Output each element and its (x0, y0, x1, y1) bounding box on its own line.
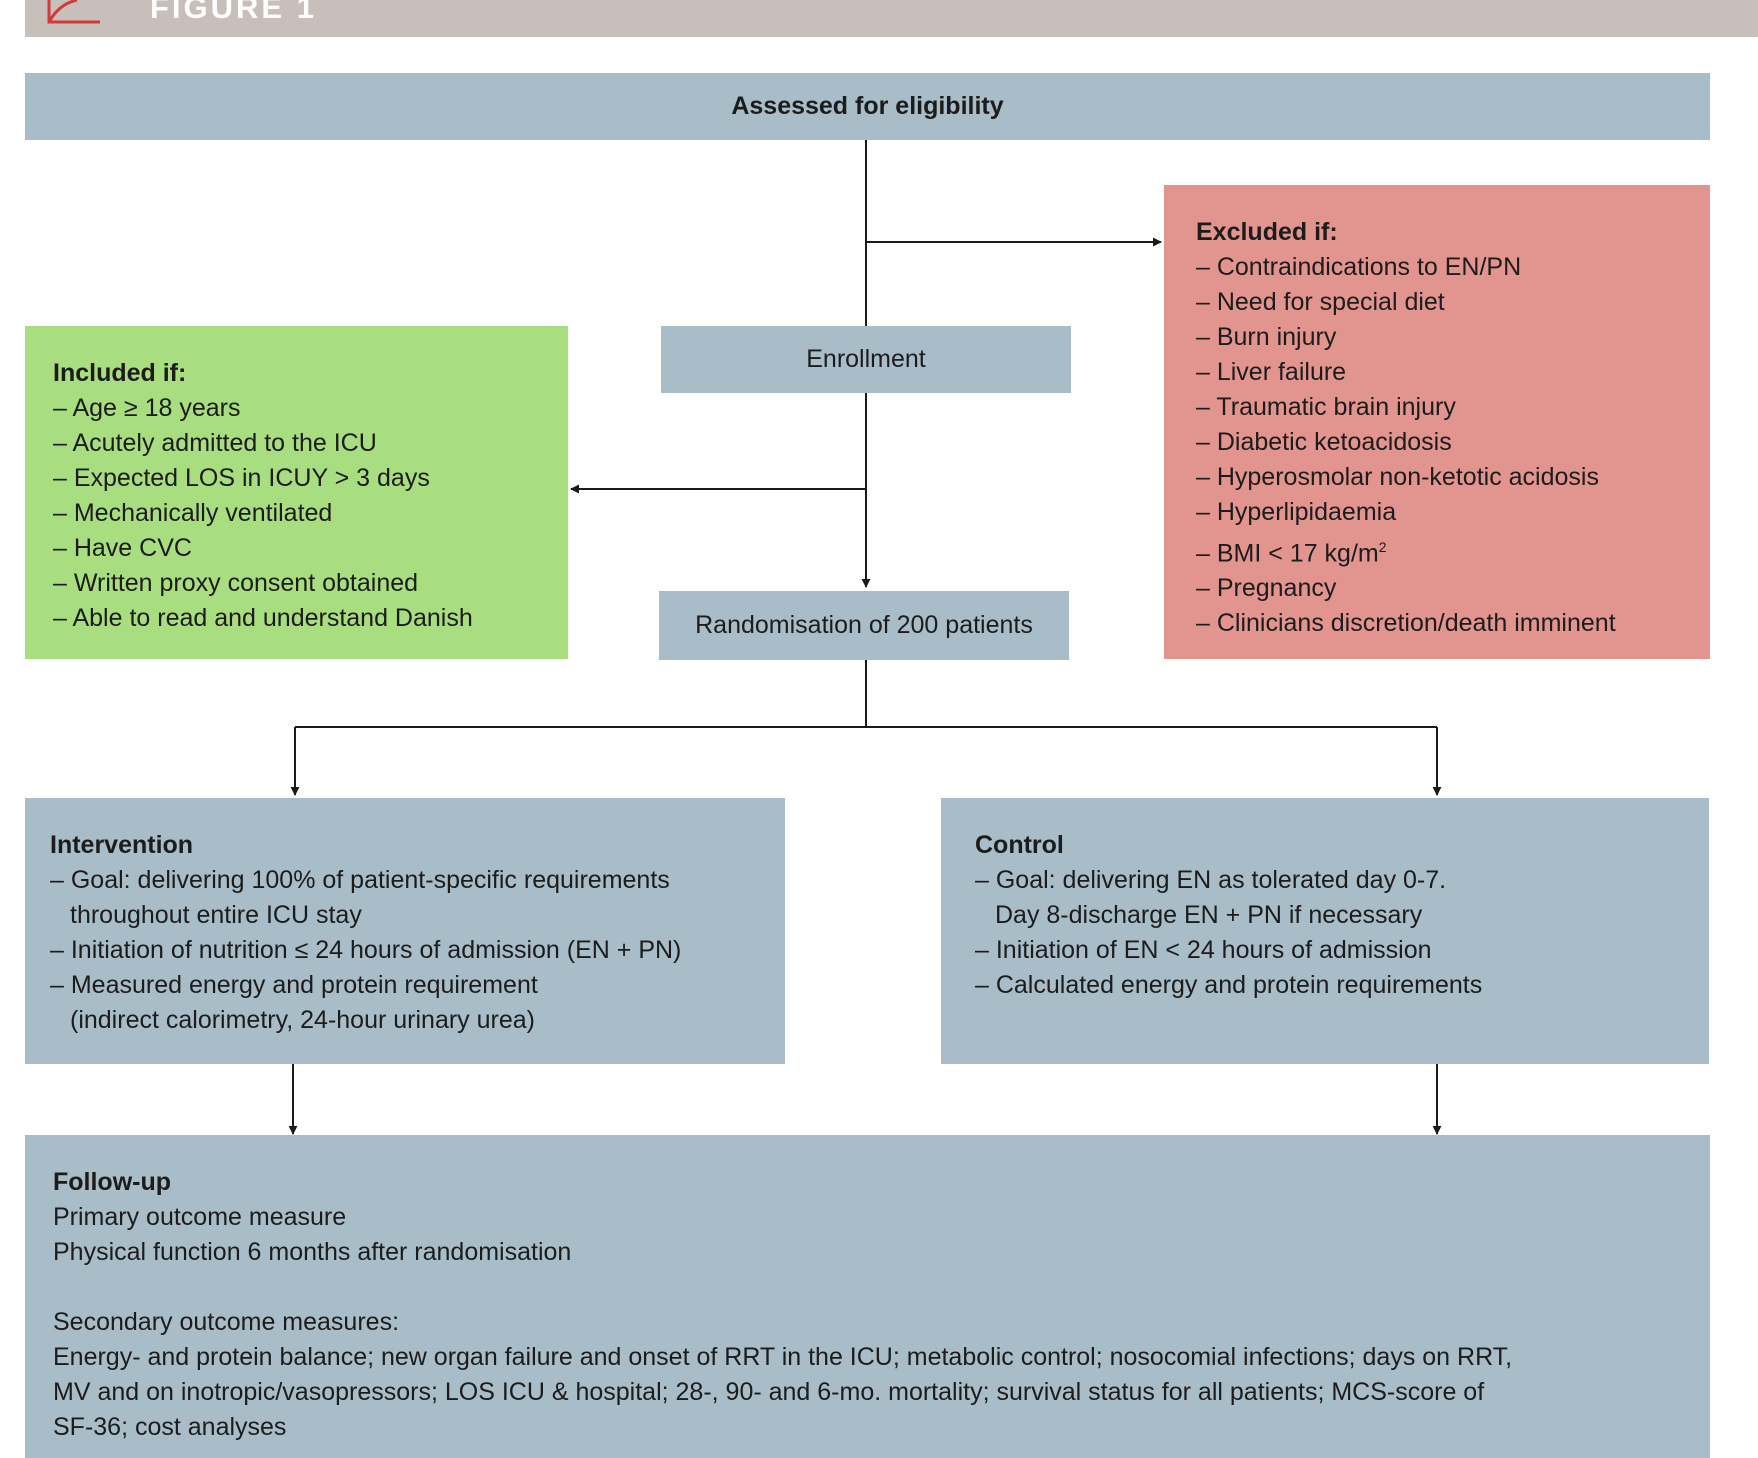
included-item: – Mechanically ventilated (53, 499, 333, 527)
excluded-item: – Contraindications to EN/PN (1196, 253, 1522, 281)
included-item: – Written proxy consent obtained (53, 569, 419, 597)
enrollment-box: Enrollment (661, 326, 1071, 393)
intervention-title: Intervention (50, 831, 194, 859)
secondary-outcome-line: SF-36; cost analyses (53, 1413, 287, 1441)
intervention-line: – Initiation of nutrition ≤ 24 hours of … (50, 936, 682, 964)
excluded-item: – Hyperosmolar non-ketotic acidosis (1196, 463, 1599, 491)
control-line: Day 8-discharge EN + PN if necessary (995, 901, 1423, 929)
control-line: – Goal: delivering EN as tolerated day 0… (975, 866, 1447, 894)
bmi-superscript: 2 (1378, 539, 1387, 555)
included-item: – Able to read and understand Danish (53, 604, 473, 632)
included-item: – Age ≥ 18 years (53, 394, 241, 422)
intervention-box: Intervention – Goal: delivering 100% of … (25, 798, 785, 1064)
excluded-item: – Diabetic ketoacidosis (1196, 428, 1452, 456)
excluded-item: – Pregnancy (1196, 574, 1337, 603)
included-item: – Have CVC (53, 534, 192, 562)
assessed-label: Assessed for eligibility (731, 92, 1004, 120)
excluded-item: – Burn injury (1196, 323, 1337, 351)
journal-logo-icon (47, 0, 100, 24)
primary-outcome-text: Physical function 6 months after randomi… (53, 1238, 572, 1266)
figure-header-bar (25, 0, 1758, 37)
secondary-outcome-line: MV and on inotropic/vasopressors; LOS IC… (53, 1378, 1485, 1406)
control-box: Control – Goal: delivering EN as tolerat… (941, 798, 1709, 1064)
followup-box: Follow-up Primary outcome measure Physic… (25, 1135, 1710, 1458)
included-box: Included if: – Age ≥ 18 years – Acutely … (25, 326, 568, 659)
included-item: – Expected LOS in ICUY > 3 days (53, 464, 430, 492)
spacer (53, 1270, 1710, 1305)
enrollment-label: Enrollment (806, 345, 926, 373)
intervention-line: (indirect calorimetry, 24-hour urinary u… (70, 1006, 535, 1034)
excluded-item: – Clinicians discretion/death imminent (1196, 609, 1616, 638)
randomisation-box: Randomisation of 200 patients (659, 591, 1069, 660)
randomisation-label: Randomisation of 200 patients (695, 611, 1033, 639)
intervention-line: – Goal: delivering 100% of patient-speci… (50, 866, 670, 894)
excluded-item: – Hyperlipidaemia (1196, 498, 1397, 526)
included-item: – Acutely admitted to the ICU (53, 429, 377, 457)
excluded-box: Excluded if: – Contraindications to EN/P… (1164, 185, 1710, 659)
control-line: – Calculated energy and protein requirem… (975, 971, 1483, 999)
excluded-item: – Need for special diet (1196, 288, 1445, 316)
secondary-outcome-heading: Secondary outcome measures: (53, 1308, 400, 1336)
primary-outcome-heading: Primary outcome measure (53, 1203, 347, 1231)
excluded-item: – Traumatic brain injury (1196, 393, 1456, 421)
excluded-item: – Liver failure (1196, 358, 1347, 386)
intervention-line: throughout entire ICU stay (70, 901, 362, 929)
secondary-outcome-line: Energy- and protein balance; new organ f… (53, 1343, 1513, 1371)
figure-label: FIGURE 1 (150, 0, 317, 25)
excluded-item-bmi: – BMI < 17 kg/m2 (1196, 530, 1710, 571)
excluded-title: Excluded if: (1196, 218, 1338, 246)
control-title: Control (975, 831, 1064, 859)
bmi-text: – BMI < 17 kg/m (1196, 539, 1379, 568)
intervention-line: – Measured energy and protein requiremen… (50, 971, 538, 999)
assessed-box: Assessed for eligibility (25, 73, 1710, 140)
followup-title: Follow-up (53, 1168, 172, 1196)
included-title: Included if: (53, 359, 187, 387)
control-line: – Initiation of EN < 24 hours of admissi… (975, 936, 1432, 964)
